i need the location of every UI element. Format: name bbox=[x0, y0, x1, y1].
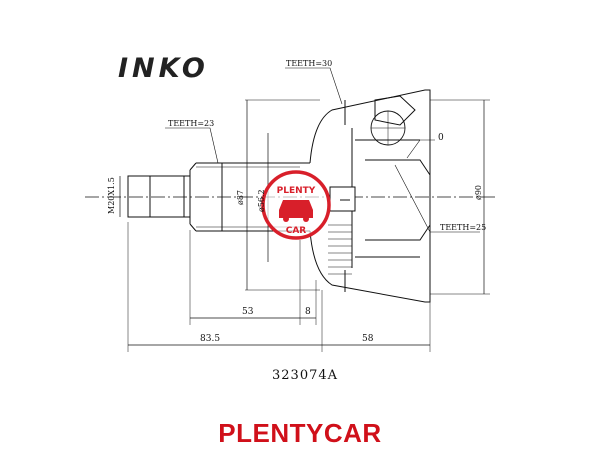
dim-58: 58 bbox=[362, 334, 374, 344]
threaded-stub bbox=[127, 162, 197, 232]
joint-housing bbox=[309, 89, 431, 303]
footer-brand: PLENTYCAR bbox=[218, 418, 382, 448]
watermark-bottom-text: CAR bbox=[286, 226, 307, 236]
watermark-seal: PLENTY CAR bbox=[261, 170, 331, 240]
dim-53: 53 bbox=[242, 307, 254, 317]
length-dimensions bbox=[127, 222, 431, 352]
dia-87-label: ø87 bbox=[236, 190, 245, 205]
watermark-top-text: PLENTY bbox=[277, 186, 316, 196]
abs-ring bbox=[328, 224, 352, 275]
dia-56-label: ø56.2 bbox=[257, 189, 266, 212]
teeth-30-label: TEETH=30 bbox=[286, 59, 332, 68]
teeth-25-label: TEETH=25 bbox=[440, 223, 486, 232]
dia-90-label: ø90 bbox=[474, 185, 483, 200]
dim-83: 83.5 bbox=[200, 334, 220, 344]
brand-logo: INKO bbox=[118, 53, 209, 84]
dim-8: 8 bbox=[305, 307, 311, 317]
part-number: 323074A bbox=[272, 368, 339, 383]
diameter-dimensions bbox=[119, 99, 490, 295]
ball-cage bbox=[370, 110, 406, 146]
leader-lines bbox=[165, 67, 480, 233]
angle-label: 0 bbox=[438, 133, 444, 143]
teeth-23-label: TEETH=23 bbox=[168, 119, 214, 128]
thread-label: M20X1.5 bbox=[107, 177, 116, 214]
